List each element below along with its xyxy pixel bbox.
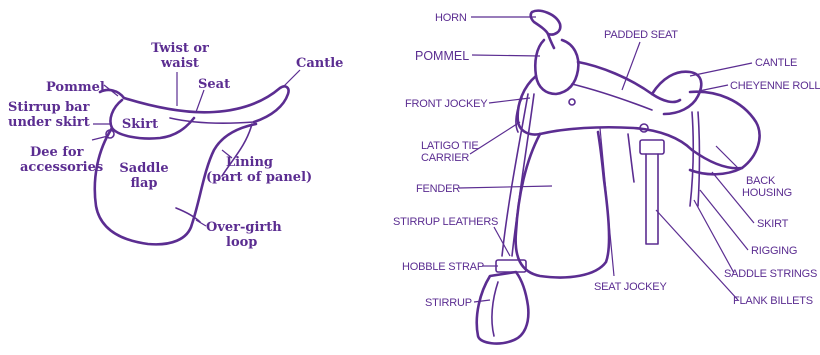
western-horn-neck bbox=[548, 34, 554, 48]
label-dee-line2: accessories bbox=[20, 160, 103, 175]
label-horn: HORN bbox=[435, 12, 467, 24]
western-rigging-ring bbox=[640, 140, 664, 154]
leader-flank-billets bbox=[656, 210, 738, 300]
label-stirrup-leathers: STIRRUP LEATHERS bbox=[393, 216, 498, 228]
label-lining-line1: Lining bbox=[226, 155, 273, 170]
english-leaders bbox=[92, 70, 300, 226]
label-english-seat: Seat bbox=[198, 77, 230, 92]
label-stirrup-bar-line2: under skirt bbox=[8, 115, 90, 130]
western-back-housing-outline bbox=[690, 92, 760, 175]
western-saddle-strings-2 bbox=[698, 112, 700, 206]
label-padded-seat: PADDED SEAT bbox=[604, 29, 678, 41]
label-english-skirt: Skirt bbox=[122, 117, 158, 132]
label-english-pommel: Pommel bbox=[46, 80, 105, 95]
label-fender: FENDER bbox=[416, 183, 460, 195]
label-flank-billets: FLANK BILLETS bbox=[733, 295, 813, 307]
label-saddle-flap-line1: Saddle bbox=[119, 161, 168, 176]
label-back-housing-line1: BACK bbox=[746, 175, 776, 187]
leader-western-cantle bbox=[690, 63, 752, 76]
western-concho-front bbox=[569, 99, 575, 105]
western-pommel-outline bbox=[535, 40, 578, 94]
label-stirrup-bar-line1: Stirrup bar bbox=[8, 100, 90, 115]
leader-rigging bbox=[700, 190, 748, 250]
label-western-cantle: CANTLE bbox=[755, 57, 797, 69]
western-rear-billet bbox=[628, 134, 634, 182]
english-labels: Twist or waist Pommel Seat Cantle Stirru… bbox=[8, 41, 343, 250]
western-flank-billet-1 bbox=[646, 154, 658, 244]
western-horn-outline bbox=[531, 11, 561, 35]
leader-western-pommel bbox=[472, 55, 540, 56]
leader-cheyenne-roll bbox=[694, 85, 728, 92]
western-seat-inner bbox=[572, 84, 652, 110]
label-back-housing-line2: HOUSING bbox=[742, 187, 792, 199]
label-rigging: RIGGING bbox=[751, 245, 797, 257]
label-western-skirt: SKIRT bbox=[757, 218, 789, 230]
label-dee-line1: Dee for bbox=[30, 145, 84, 160]
label-front-jockey: FRONT JOCKEY bbox=[405, 98, 488, 110]
label-cheyenne-roll: CHEYENNE ROLL bbox=[730, 80, 820, 92]
leader-fender bbox=[459, 186, 552, 188]
label-saddle-strings: SADDLE STRINGS bbox=[724, 268, 817, 280]
leader-front-jockey bbox=[489, 98, 530, 103]
label-latigo-line2: CARRIER bbox=[421, 152, 469, 164]
western-labels: HORN POMMEL PADDED SEAT CANTLE CHEYENNE … bbox=[393, 12, 820, 309]
label-western-pommel: POMMEL bbox=[415, 49, 469, 63]
western-fender-outline bbox=[516, 132, 609, 277]
western-saddle bbox=[477, 11, 760, 344]
label-stirrup: STIRRUP bbox=[425, 297, 472, 309]
western-saddle-strings bbox=[690, 112, 693, 206]
leader-saddle-strings bbox=[694, 200, 734, 273]
leader-cantle bbox=[284, 70, 300, 86]
label-lining-line2: (part of panel) bbox=[206, 170, 312, 185]
label-latigo-line1: LATIGO TIE bbox=[421, 140, 479, 152]
western-stirrup-tread bbox=[492, 282, 498, 336]
leader-padded-seat bbox=[622, 42, 640, 90]
western-seat-jockey-outline bbox=[540, 127, 692, 150]
leader-stirrup bbox=[474, 300, 490, 302]
label-saddle-flap-line2: flap bbox=[131, 176, 158, 191]
western-stirrup-outline bbox=[477, 272, 529, 343]
label-english-cantle: Cantle bbox=[296, 56, 343, 71]
western-seat-outline bbox=[578, 62, 680, 102]
label-twist-line1: Twist or bbox=[151, 41, 209, 56]
label-hobble-strap: HOBBLE STRAP bbox=[402, 261, 484, 273]
label-overgirth-line2: loop bbox=[226, 235, 257, 250]
label-twist-line2: waist bbox=[160, 56, 199, 71]
label-seat-jockey: SEAT JOCKEY bbox=[594, 281, 667, 293]
label-overgirth-line1: Over-girth bbox=[206, 220, 282, 235]
english-seat-inner bbox=[170, 118, 254, 123]
leader-seat bbox=[196, 90, 204, 112]
leader-overgirth bbox=[196, 220, 206, 226]
